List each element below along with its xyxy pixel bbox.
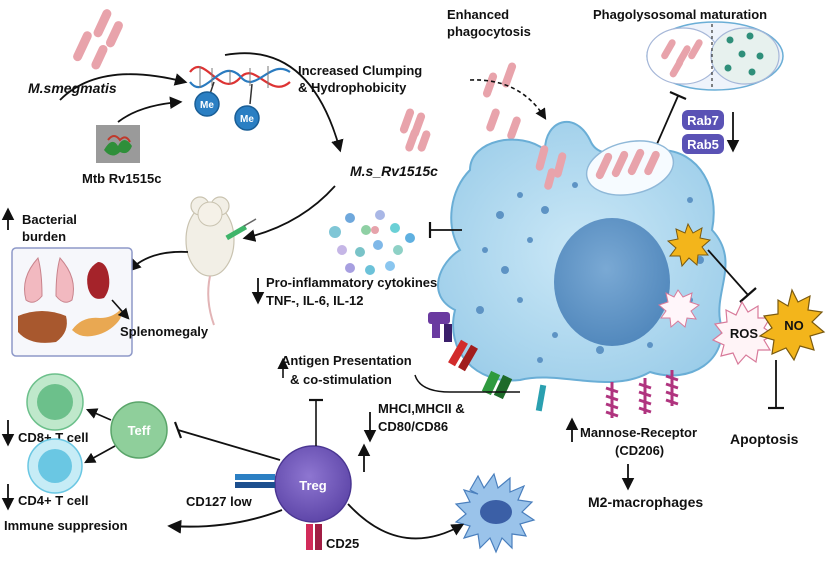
methyl-label-1: Me <box>200 100 214 111</box>
mhc-label-line2: CD80/CD86 <box>378 419 448 434</box>
mannose-label-line2: (CD206) <box>615 443 664 458</box>
methyl-group-1: Me <box>194 81 220 117</box>
cd8-cell <box>26 373 84 431</box>
no-burst <box>758 288 826 362</box>
teff-cell: Teff <box>110 401 168 459</box>
mhc-label-line1: MHCI,MHCII & <box>378 401 465 416</box>
cd8-label: CD8+ T cell <box>18 430 88 445</box>
methyl-label-2: Me <box>240 114 254 125</box>
splenomegaly-label: Splenomegaly <box>120 324 209 339</box>
immune-suppression-label: Immune suppresion <box>4 518 128 533</box>
treg-label: Treg <box>299 478 327 493</box>
antigen-label-line2: & co-stimulation <box>290 372 392 387</box>
inhibit-teff-line <box>177 429 281 461</box>
ms-rv1515c-bacteria <box>399 108 431 152</box>
inhibit-phagolysosome-bar <box>669 90 687 101</box>
m2-macrophage <box>454 472 536 554</box>
phagocytosed-bacteria <box>482 62 521 140</box>
rab7-label: Rab7 <box>687 113 719 128</box>
cytokines-label-line1: Pro-inflammatory cytokines <box>266 275 437 290</box>
enhanced-label-line2: phagocytosis <box>447 24 531 39</box>
arrow-dna-to-ms-rv1515c <box>224 52 344 153</box>
cytokines-label-line2: TNF-, IL-6, IL-12 <box>266 293 364 308</box>
mtb-rv1515c-label: Mtb Rv1515c <box>82 171 161 186</box>
arrow-teff-to-cd4 <box>84 445 116 464</box>
receptor-red <box>448 339 478 372</box>
cd127-receptor <box>235 474 275 488</box>
arrow-mouse-to-organs <box>128 250 189 272</box>
rab5-label: Rab5 <box>687 137 719 152</box>
arrow-to-phagocytosis <box>469 79 547 120</box>
teff-label: Teff <box>128 423 152 438</box>
dna-helix <box>189 65 291 89</box>
arrow-to-splenomegaly <box>111 299 130 320</box>
macrophage-nucleus <box>554 218 670 346</box>
m-smegmatis-label: M.smegmatis <box>28 80 117 96</box>
ros-burst-inner <box>666 222 712 268</box>
methyl-group-2: Me <box>234 83 260 131</box>
cd25-receptor <box>306 524 322 550</box>
no-label: NO <box>784 318 804 333</box>
enhanced-label-line1: Enhanced <box>447 7 509 22</box>
cd127-label: CD127 low <box>186 494 253 509</box>
phagolysosome <box>646 21 784 91</box>
arrow-treg-to-m2 <box>347 503 465 540</box>
mouse-figure <box>185 196 257 326</box>
clumping-label-line2: & Hydrophobicity <box>298 80 407 95</box>
inhibit-ros-line <box>707 249 749 296</box>
arrow-treg-to-immune <box>167 509 283 534</box>
receptor-bracket <box>414 374 520 393</box>
receptor-teal <box>535 384 547 412</box>
apoptosis-label: Apoptosis <box>730 431 799 447</box>
bacterial-label-line1: Bacterial <box>22 212 77 227</box>
phagolysosomal-label: Phagolysosomal maturation <box>593 7 767 22</box>
receptor-purple <box>428 312 452 342</box>
mtb-rv1515c-structure <box>96 125 140 163</box>
arrow-mtb-to-dna <box>117 96 183 123</box>
cd25-label: CD25 <box>326 536 359 551</box>
arrow-teff-to-cd8 <box>85 408 112 421</box>
inhibit-teff-bar <box>173 421 183 439</box>
internalized-bacteria <box>535 145 567 190</box>
mannose-label-line1: Mannose-Receptor <box>580 425 697 440</box>
cd4-cell <box>27 438 83 494</box>
antigen-label-line1: Antigen Presentation <box>281 353 412 368</box>
organs-box <box>11 247 133 357</box>
arrow-to-mouse <box>242 185 336 242</box>
arrow-smeg-to-dna <box>59 73 188 101</box>
rab7-badge: Rab7 <box>682 110 724 130</box>
ms-rv1515c-label: M.s_Rv1515c <box>350 163 438 179</box>
receptor-green <box>481 370 513 400</box>
white-burst-inner <box>658 289 701 328</box>
ros-label: ROS <box>730 326 759 341</box>
m-smegmatis-bacteria <box>73 9 123 70</box>
cytokine-particles <box>329 210 415 275</box>
rab5-badge: Rab5 <box>682 134 724 154</box>
phagosome-vacuole <box>585 140 675 196</box>
cd4-label: CD4+ T cell <box>18 493 88 508</box>
mannose-receptors <box>605 370 679 418</box>
m2-label: M2-macrophages <box>588 494 703 510</box>
bacterial-label-line2: burden <box>22 229 66 244</box>
treg-cell: Treg <box>274 445 352 523</box>
inhibit-ros-bar <box>739 287 757 303</box>
clumping-label-line1: Increased Clumping <box>298 63 422 78</box>
